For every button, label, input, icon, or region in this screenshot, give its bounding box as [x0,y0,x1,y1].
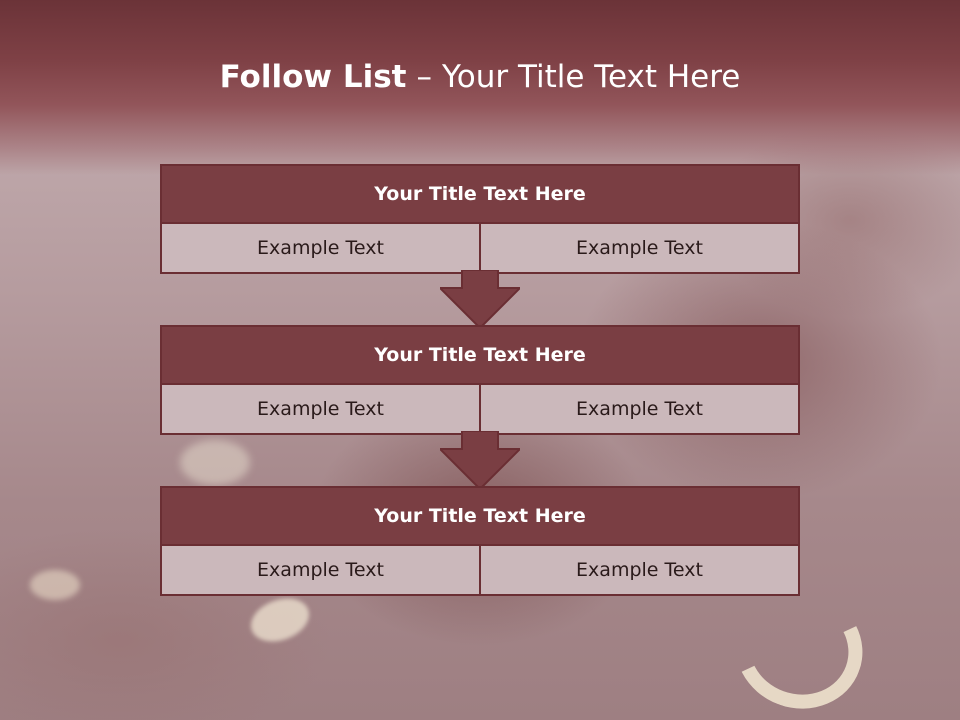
step-box-3: Your Title Text Here Example Text Exampl… [160,486,800,596]
step-right-text: Example Text [479,546,798,594]
step-left-text: Example Text [162,385,479,433]
step-heading: Your Title Text Here [162,327,798,383]
step-row: Example Text Example Text [162,544,798,594]
step-right-text: Example Text [479,224,798,272]
step-left-text: Example Text [162,546,479,594]
down-arrow-icon [440,431,520,489]
step-heading: Your Title Text Here [162,166,798,222]
step-left-text: Example Text [162,224,479,272]
title-bold-part: Follow List [219,59,407,95]
background-photo [30,570,80,600]
background-photo [180,440,250,485]
step-right-text: Example Text [479,385,798,433]
step-row: Example Text Example Text [162,222,798,272]
title-band [0,0,960,175]
step-row: Example Text Example Text [162,383,798,433]
title-rest-part: Your Title Text Here [441,59,741,95]
down-arrow-icon [440,270,520,328]
step-box-2: Your Title Text Here Example Text Exampl… [160,325,800,435]
title-separator: – [416,59,432,95]
slide-title: Follow List–Your Title Text Here [0,55,960,99]
step-heading: Your Title Text Here [162,488,798,544]
step-box-1: Your Title Text Here Example Text Exampl… [160,164,800,274]
